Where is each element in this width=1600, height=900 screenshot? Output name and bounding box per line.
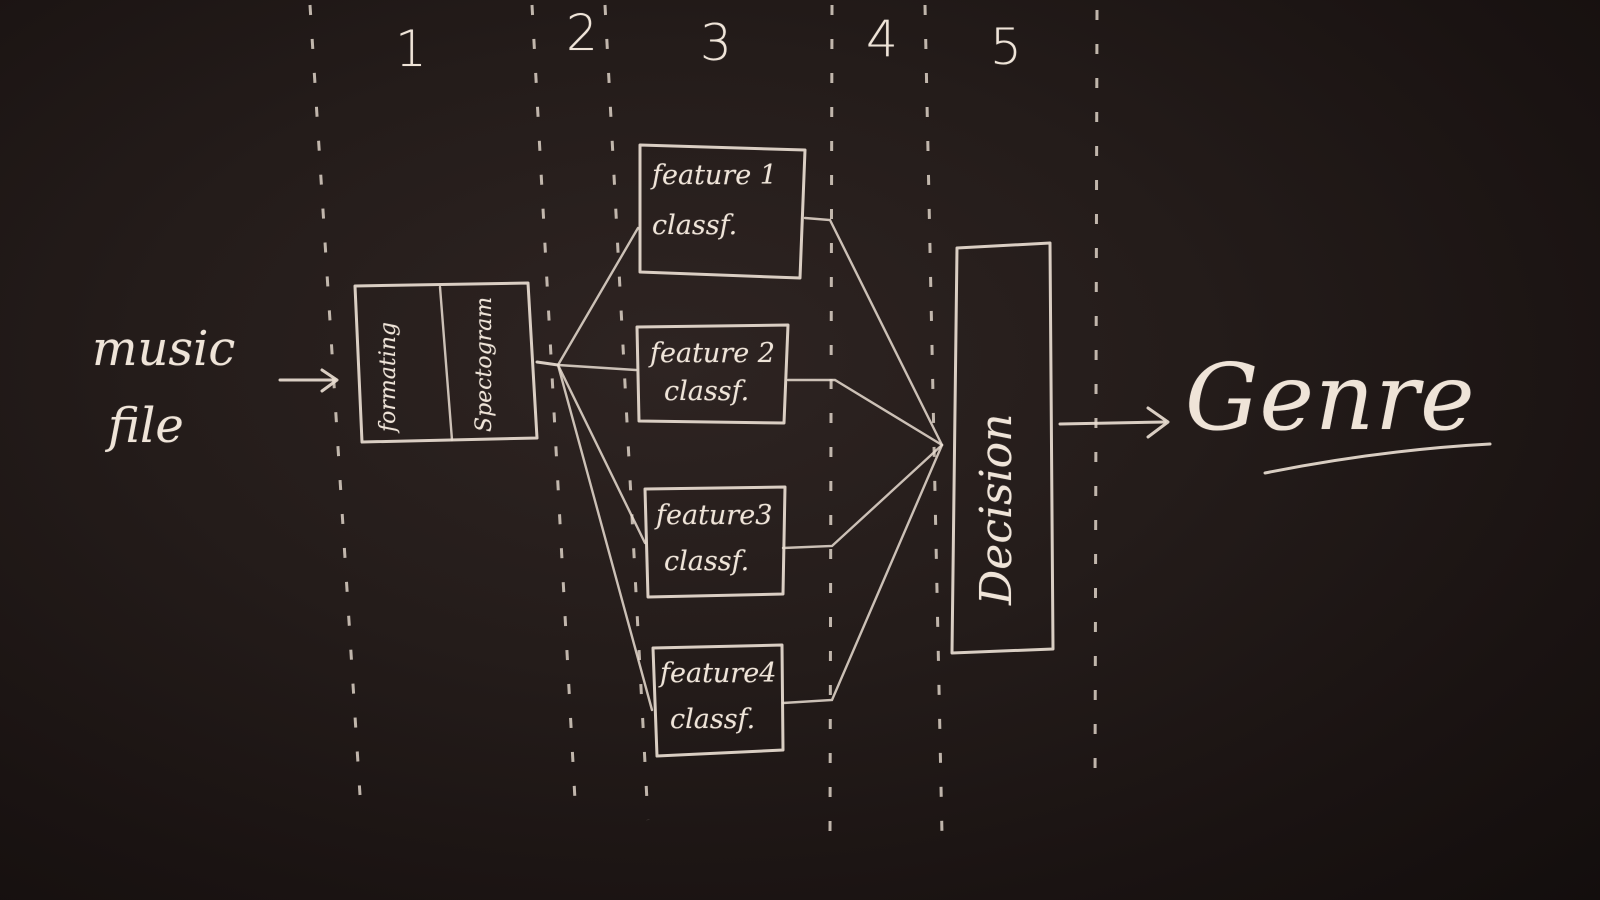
decision-box: [950, 241, 1055, 655]
classifier-3-feature-label: feature3: [656, 500, 773, 531]
stage-dividers: [308, 4, 1099, 836]
preprocess-box: [353, 281, 539, 444]
classifier-4-classf-label: classf.: [670, 704, 756, 735]
classifier-box: [643, 485, 787, 599]
decision-label: Decision: [971, 413, 1022, 605]
stage-number-1: 1: [395, 20, 427, 78]
classifier-3-classf-label: classf.: [664, 546, 750, 577]
classifier-2-feature-label: feature 2: [650, 338, 775, 369]
divider-line: [923, 4, 944, 836]
input-arrow: [278, 368, 339, 393]
divider-line: [1093, 9, 1099, 791]
stage-number-4: 4: [866, 10, 898, 68]
genre-underline: [1263, 442, 1492, 475]
formatting-label: formating: [376, 321, 401, 432]
fan-out-lines: [535, 226, 654, 712]
stage-number-2: 2: [566, 4, 598, 62]
classifier-boxes: [635, 143, 807, 758]
fan-in-lines: [781, 216, 944, 705]
classifier-box: [635, 323, 790, 425]
stage-number-3: 3: [700, 14, 732, 72]
input-label-music: music: [92, 321, 236, 377]
divider-line: [603, 4, 650, 821]
classifier-box: [638, 143, 807, 280]
classifier-4-feature-label: feature4: [660, 658, 777, 689]
classifier-1-feature-label: feature 1: [652, 160, 777, 191]
classifier-2-classf-label: classf.: [664, 376, 750, 407]
classifier-1-classf-label: classf.: [652, 210, 738, 241]
divider-line: [828, 4, 834, 836]
divider-line: [308, 4, 362, 796]
classifier-box: [651, 643, 785, 758]
genre-label: Genre: [1185, 344, 1476, 451]
output-arrow: [1058, 406, 1170, 439]
spectrogram-label: Spectogram: [472, 296, 497, 432]
input-label-file: file: [108, 398, 184, 454]
stage-number-5: 5: [990, 18, 1022, 76]
